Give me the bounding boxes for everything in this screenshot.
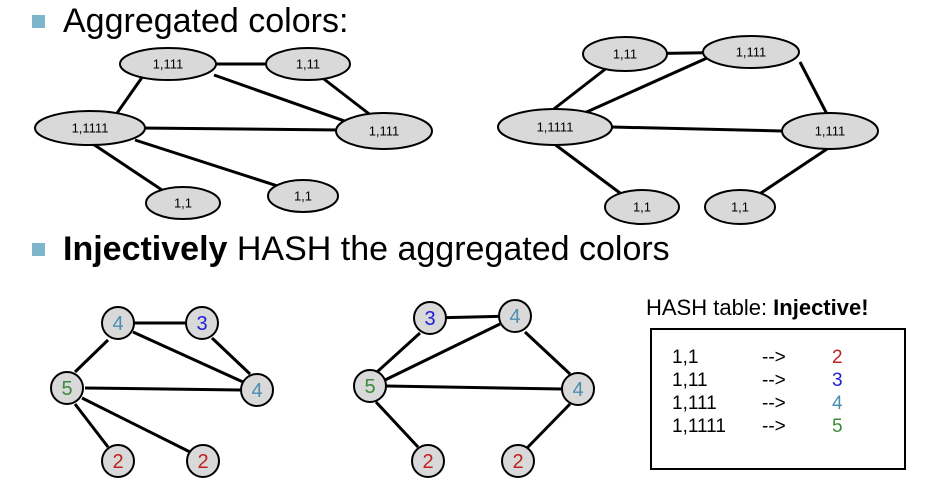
node-label: 1,1 (731, 200, 749, 215)
graph-node (501, 444, 535, 478)
graph-node (145, 186, 221, 220)
graph-node (335, 112, 433, 150)
edge (84, 386, 241, 392)
edge (579, 56, 708, 117)
graph-node (582, 36, 668, 72)
hash-key: 1,11 (672, 370, 708, 391)
bullet-square-icon (32, 242, 45, 256)
bullet-aggregated-colors: Aggregated colors: (32, 4, 348, 38)
graph-node (604, 189, 680, 225)
edge (81, 396, 191, 454)
graph-node (497, 108, 613, 146)
graph-node (498, 299, 532, 333)
hash-value: 5 (832, 416, 843, 437)
node-label: 2 (422, 451, 433, 473)
node-label: 5 (364, 376, 375, 398)
edge (798, 61, 830, 117)
node-label: 4 (572, 379, 583, 401)
node-label: 1,111 (736, 45, 767, 60)
node-label: 1,1 (294, 189, 312, 204)
edge (525, 402, 572, 450)
graph-node (34, 110, 146, 146)
hash-table: 1,1 --> 2 1,11 --> 3 1,111 --> 4 1,1111 … (650, 328, 906, 470)
node-label: 1,1 (633, 200, 651, 215)
graph-node (704, 189, 776, 225)
edge (375, 331, 422, 374)
hash-arrow: --> (762, 393, 786, 414)
edge (523, 330, 572, 376)
node-label: 4 (251, 380, 262, 402)
edge (73, 338, 110, 374)
hash-title-plain: HASH table: (646, 295, 774, 320)
edge (549, 65, 609, 114)
edge (757, 145, 831, 197)
hash-value: 2 (832, 347, 843, 368)
edge (132, 330, 244, 384)
node-label: 1,1 (174, 196, 192, 211)
node-label: 5 (61, 378, 72, 400)
node-label: 1,1111 (537, 120, 574, 135)
node-label: 1,11 (296, 57, 320, 72)
graph-node (267, 179, 339, 213)
graph-node (781, 112, 879, 150)
graph-node (185, 306, 219, 340)
node-label: 4 (112, 313, 123, 335)
bullet-injective-hash: Injectively HASH the aggregated colors (32, 232, 670, 266)
graph-node (411, 444, 445, 478)
graph-bottom-right: 3 4 5 4 2 2 (353, 299, 595, 478)
edge (385, 384, 563, 391)
bullet-square-icon (32, 14, 45, 28)
graph-node (240, 373, 274, 407)
graph-node (186, 444, 220, 478)
node-label: 2 (112, 451, 123, 473)
hash-arrow: --> (762, 347, 786, 368)
graph-node (265, 47, 351, 81)
node-label: 1,111 (153, 57, 184, 72)
node-label: 3 (196, 313, 207, 335)
edge (139, 126, 341, 132)
hash-key: 1,1 (672, 347, 699, 368)
graph-node (101, 306, 135, 340)
node-label: 3 (424, 308, 435, 330)
hash-key: 1,111 (672, 393, 717, 414)
hash-key: 1,1111 (672, 416, 726, 437)
edge (384, 322, 501, 382)
edge (73, 403, 110, 448)
hash-value: 4 (832, 393, 843, 414)
graph-node (50, 371, 84, 405)
bullet-text: Aggregated colors: (63, 2, 349, 40)
node-label: 1,111 (369, 124, 400, 139)
graph-bottom-left: 4 3 5 4 2 2 (50, 306, 274, 478)
hash-arrow: --> (762, 416, 786, 437)
edge (134, 138, 288, 191)
edge (210, 336, 252, 376)
graph-top-right: 1,11 1,111 1,1111 1,111 1,1 1,1 (497, 35, 879, 225)
edge (319, 74, 378, 122)
bullet-bold-word: Injectively (63, 230, 228, 268)
node-label: 1,1111 (72, 121, 109, 136)
graph-top-left: 1,111 1,11 1,1111 1,111 1,1 1,1 (34, 47, 433, 220)
node-label: 1,11 (613, 47, 637, 62)
node-label: 1,111 (815, 124, 846, 139)
edge (552, 141, 625, 198)
graph-node (353, 369, 387, 403)
graph-node (119, 47, 217, 81)
hash-arrow: --> (762, 370, 786, 391)
node-label: 4 (509, 306, 520, 328)
graph-node (101, 444, 135, 478)
bullet-rest: HASH the aggregated colors (227, 230, 670, 268)
edge (374, 400, 420, 449)
hash-value: 3 (832, 370, 843, 391)
edge (611, 125, 783, 133)
graph-node (413, 301, 447, 335)
graph-node (561, 372, 595, 406)
bullet-text: Injectively HASH the aggregated colors (63, 232, 670, 266)
node-label: 2 (197, 451, 208, 473)
hash-title-bold: Injective! (773, 295, 869, 320)
graph-node (702, 35, 800, 69)
hash-table-title: HASH table: Injective! (646, 295, 869, 321)
edge (89, 140, 166, 194)
node-label: 2 (512, 451, 523, 473)
